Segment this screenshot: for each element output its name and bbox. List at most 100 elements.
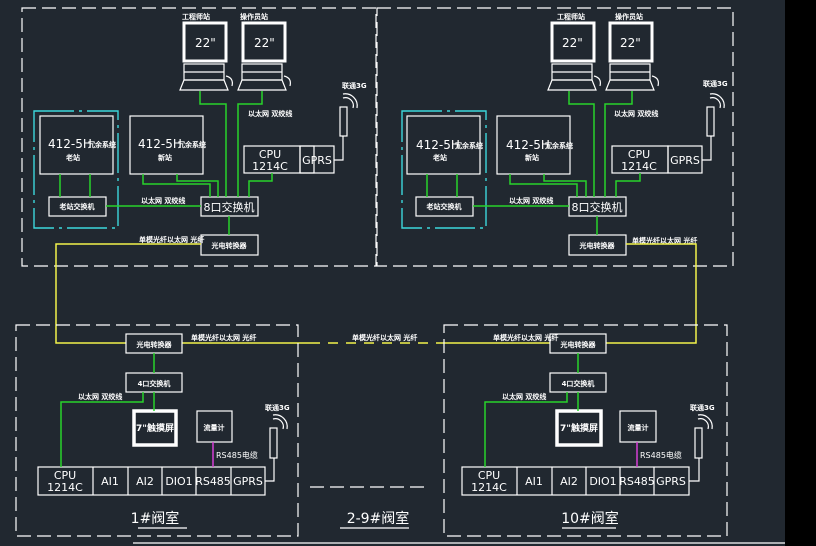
ethernet-label: 以太网 双绞线 xyxy=(509,196,553,205)
ethernet-label: 以太网 双绞线 xyxy=(502,392,546,401)
switch-4-port[interactable]: 4口交换机 xyxy=(549,372,607,393)
svg-text:工程师站: 工程师站 xyxy=(557,12,585,21)
svg-text:CPU: CPU xyxy=(628,148,650,161)
keyboard-icon xyxy=(237,79,287,91)
svg-text:流量计: 流量计 xyxy=(204,423,225,432)
cpu-gprs-module[interactable]: CPU 1214C GPRS xyxy=(611,145,703,174)
touch-screen-hmi[interactable]: 7"触摸屏 xyxy=(555,409,603,447)
svg-text:联通3G: 联通3G xyxy=(265,403,290,412)
fiber-backbone: 单模光纤以太网 光纤 单模光纤以太网 光纤 单模光纤以太网 光纤 xyxy=(55,243,697,344)
svg-text:4口交换机: 4口交换机 xyxy=(138,379,171,388)
module-ai1[interactable]: AI1 xyxy=(101,475,119,488)
left-station: 工程师站 22" 操作员站 22" 412-5H 冗余系统 老站 xyxy=(21,7,377,267)
valve-rooms-2-9: 2-9#阀室 xyxy=(310,486,430,529)
cpu-gprs-module[interactable]: CPU 1214C GPRS xyxy=(243,145,335,174)
svg-text:7"触摸屏: 7"触摸屏 xyxy=(136,422,174,434)
svg-text:光电转换器: 光电转换器 xyxy=(579,241,616,250)
signal-icon xyxy=(272,414,288,430)
module-cpu[interactable]: CPU xyxy=(478,469,500,482)
module-dio1[interactable]: DIO1 xyxy=(165,475,192,488)
fiber-label: 单模光纤以太网 光纤 xyxy=(191,333,256,342)
engineer-workstation[interactable]: 工程师站 22" xyxy=(547,12,601,91)
monitor-size: 22" xyxy=(195,36,216,50)
old-station-switch[interactable]: 老站交换机 xyxy=(415,196,474,217)
signal-icon xyxy=(709,93,725,109)
redundant-group-boundary xyxy=(33,110,119,229)
plc-rack: CPU 1214C AI1 AI2 DIO1 RS485 GPRS xyxy=(37,466,266,496)
switch-4-port[interactable]: 4口交换机 xyxy=(125,372,183,393)
antenna-icon xyxy=(339,106,348,137)
svg-text:412-5H: 412-5H xyxy=(506,138,550,152)
photoelectric-converter[interactable]: 光电转换器 xyxy=(568,234,627,256)
svg-text:22": 22" xyxy=(620,36,641,50)
module-ai2[interactable]: AI2 xyxy=(560,475,578,488)
module-rs485[interactable]: RS485 xyxy=(619,475,655,488)
flow-meter[interactable]: 流量计 xyxy=(619,410,657,443)
antenna-icon xyxy=(706,106,715,137)
ethernet-label: 以太网 双绞线 xyxy=(614,109,658,118)
ethernet-label: 以太网 双绞线 xyxy=(78,392,122,401)
engineer-station-label: 工程师站 xyxy=(182,12,210,21)
svg-text:联通3G: 联通3G xyxy=(342,81,367,90)
valve-room-title: 10#阀室 xyxy=(561,510,619,527)
valve-room-1: 光电转换器 4口交换机 7"触摸屏 流量计 RS485电缆 联通3G CPU 1 xyxy=(15,324,299,537)
svg-text:流量计: 流量计 xyxy=(628,423,649,432)
switch-8-port[interactable]: 8口交换机 xyxy=(200,196,259,217)
svg-text:412-5H: 412-5H xyxy=(416,138,460,152)
controller-new[interactable]: 412-5H 冗余系统 新站 xyxy=(129,115,206,175)
operator-workstation[interactable]: 操作员站 22" xyxy=(237,12,291,91)
fiber-label: 单模光纤以太网 光纤 xyxy=(139,235,204,244)
flow-meter[interactable]: 流量计 xyxy=(196,410,233,443)
module-cpu[interactable]: CPU xyxy=(54,469,76,482)
mouse-icon xyxy=(651,75,659,87)
operator-station-label: 操作员站 xyxy=(240,12,268,21)
svg-text:4口交换机: 4口交换机 xyxy=(562,379,595,388)
controller-old[interactable]: 412-5H 冗余系统 老站 xyxy=(406,115,483,175)
antenna: 联通3G xyxy=(689,403,715,482)
switch-8-port[interactable]: 8口交换机 xyxy=(568,196,627,217)
mouse-icon xyxy=(225,75,233,87)
svg-text:新站: 新站 xyxy=(158,153,172,162)
network-diagram: 工程师站 22" 操作员站 22" 412-5H 冗余系统 老站 xyxy=(15,7,785,544)
svg-text:22": 22" xyxy=(562,36,583,50)
svg-text:冗余系统: 冗余系统 xyxy=(88,140,116,149)
svg-text:412-5H: 412-5H xyxy=(48,137,92,151)
monitor-icon xyxy=(241,21,287,63)
svg-text:联通3G: 联通3G xyxy=(690,403,715,412)
old-station-switch[interactable]: 老站交换机 xyxy=(48,196,107,217)
photoelectric-converter[interactable]: 光电转换器 xyxy=(200,234,259,256)
valve-room-boundary xyxy=(443,324,728,537)
antenna: 联通3G xyxy=(702,79,728,161)
module-dio1[interactable]: DIO1 xyxy=(589,475,616,488)
drawing-canvas[interactable]: 工程师站 22" 操作员站 22" 412-5H 冗余系统 老站 xyxy=(0,0,785,546)
svg-text:冗余系统: 冗余系统 xyxy=(455,141,483,150)
module-ai2[interactable]: AI2 xyxy=(136,475,154,488)
svg-text:8口交换机: 8口交换机 xyxy=(572,200,623,214)
svg-text:1214C: 1214C xyxy=(252,160,288,173)
module-gprs[interactable]: GPRS xyxy=(656,475,686,488)
redundant-group-boundary xyxy=(401,110,487,229)
module-gprs[interactable]: GPRS xyxy=(233,475,263,488)
svg-text:操作员站: 操作员站 xyxy=(615,12,643,21)
svg-text:7"触摸屏: 7"触摸屏 xyxy=(560,422,598,434)
svg-text:GPRS: GPRS xyxy=(302,154,332,167)
svg-text:8口交换机: 8口交换机 xyxy=(204,200,255,214)
photoelectric-converter[interactable]: 光电转换器 xyxy=(125,333,183,354)
svg-text:1214C: 1214C xyxy=(471,481,507,494)
svg-text:新站: 新站 xyxy=(525,153,539,162)
plc-rack: CPU 1214C AI1 AI2 DIO1 RS485 GPRS xyxy=(461,466,690,496)
svg-text:老站交换机: 老站交换机 xyxy=(426,202,462,211)
svg-text:1214C: 1214C xyxy=(621,160,657,173)
controller-old[interactable]: 412-5H 冗余系统 老站 xyxy=(39,115,116,175)
ethernet-links xyxy=(59,91,273,235)
module-rs485[interactable]: RS485 xyxy=(195,475,231,488)
ethernet-links xyxy=(426,91,641,235)
keyboard-icon xyxy=(179,79,229,91)
module-ai1[interactable]: AI1 xyxy=(525,475,543,488)
operator-workstation[interactable]: 操作员站 22" xyxy=(605,12,659,91)
engineer-workstation[interactable]: 工程师站 22" xyxy=(179,12,233,91)
controller-new[interactable]: 412-5H 冗余系统 新站 xyxy=(496,115,573,175)
touch-screen-hmi[interactable]: 7"触摸屏 xyxy=(132,409,178,447)
signal-icon xyxy=(342,93,358,109)
